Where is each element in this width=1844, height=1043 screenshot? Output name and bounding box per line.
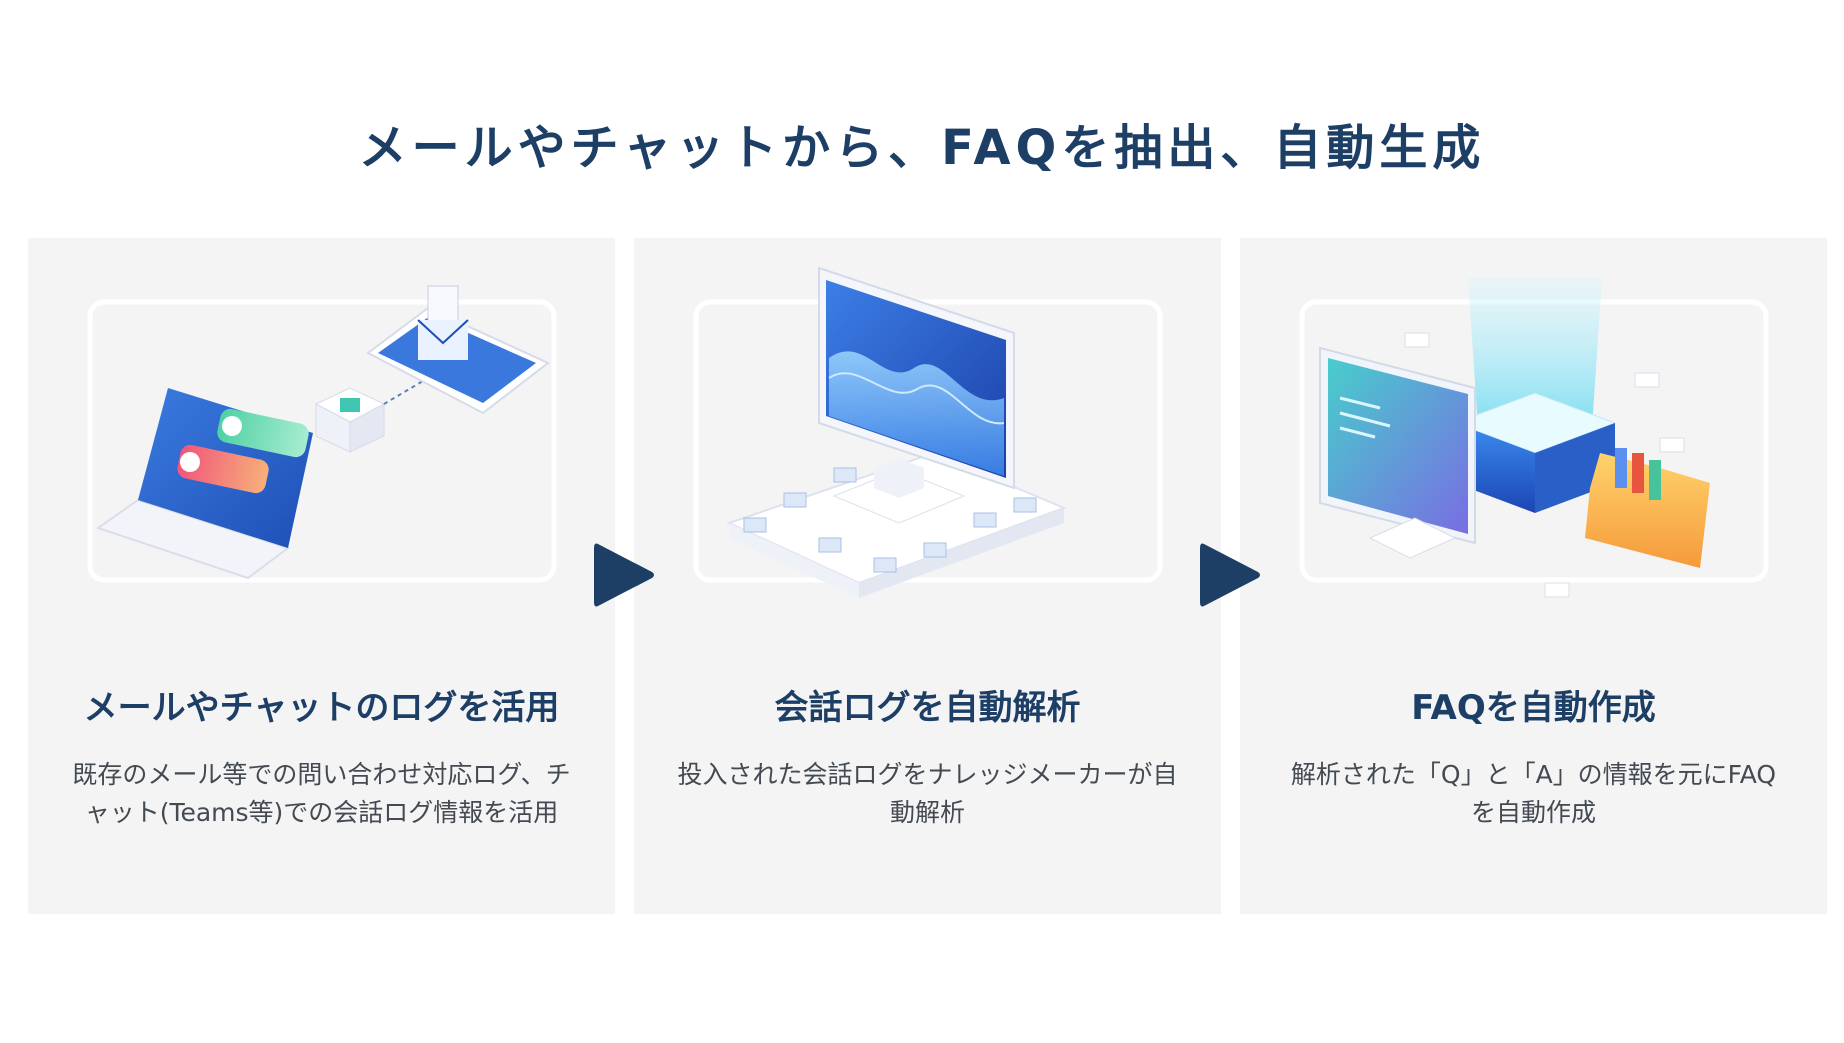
monitor-analysis-icon: [693, 266, 1163, 598]
play-arrow-icon: [594, 543, 654, 607]
step-card-1: メールやチャットのログを活用 既存のメール等での問い合わせ対応ログ、チャット(T…: [28, 238, 615, 914]
step-description-1: 既存のメール等での問い合わせ対応ログ、チャット(Teams等)での会話ログ情報を…: [72, 760, 571, 827]
step-title-2: 会話ログを自動解析: [774, 688, 1081, 728]
play-arrow-icon: [1200, 543, 1260, 607]
step-card-2: 会話ログを自動解析 投入された会話ログをナレッジメーカーが自動解析: [634, 238, 1221, 914]
laptop-mail-chat-icon: [87, 285, 557, 583]
step-description-3: 解析された「Q」と「A」の情報を元にFAQを自動作成: [1290, 760, 1777, 827]
step-title-3: FAQを自動作成: [1411, 688, 1656, 728]
server-folder-icon: [1299, 278, 1769, 598]
page-title: メールやチャットから、FAQを抽出、自動生成: [358, 120, 1486, 176]
step-description-2: 投入された会話ログをナレッジメーカーが自動解析: [677, 760, 1178, 827]
step-title-1: メールやチャットのログを活用: [83, 688, 560, 728]
step-card-3: FAQを自動作成 解析された「Q」と「A」の情報を元にFAQを自動作成: [1240, 238, 1827, 914]
